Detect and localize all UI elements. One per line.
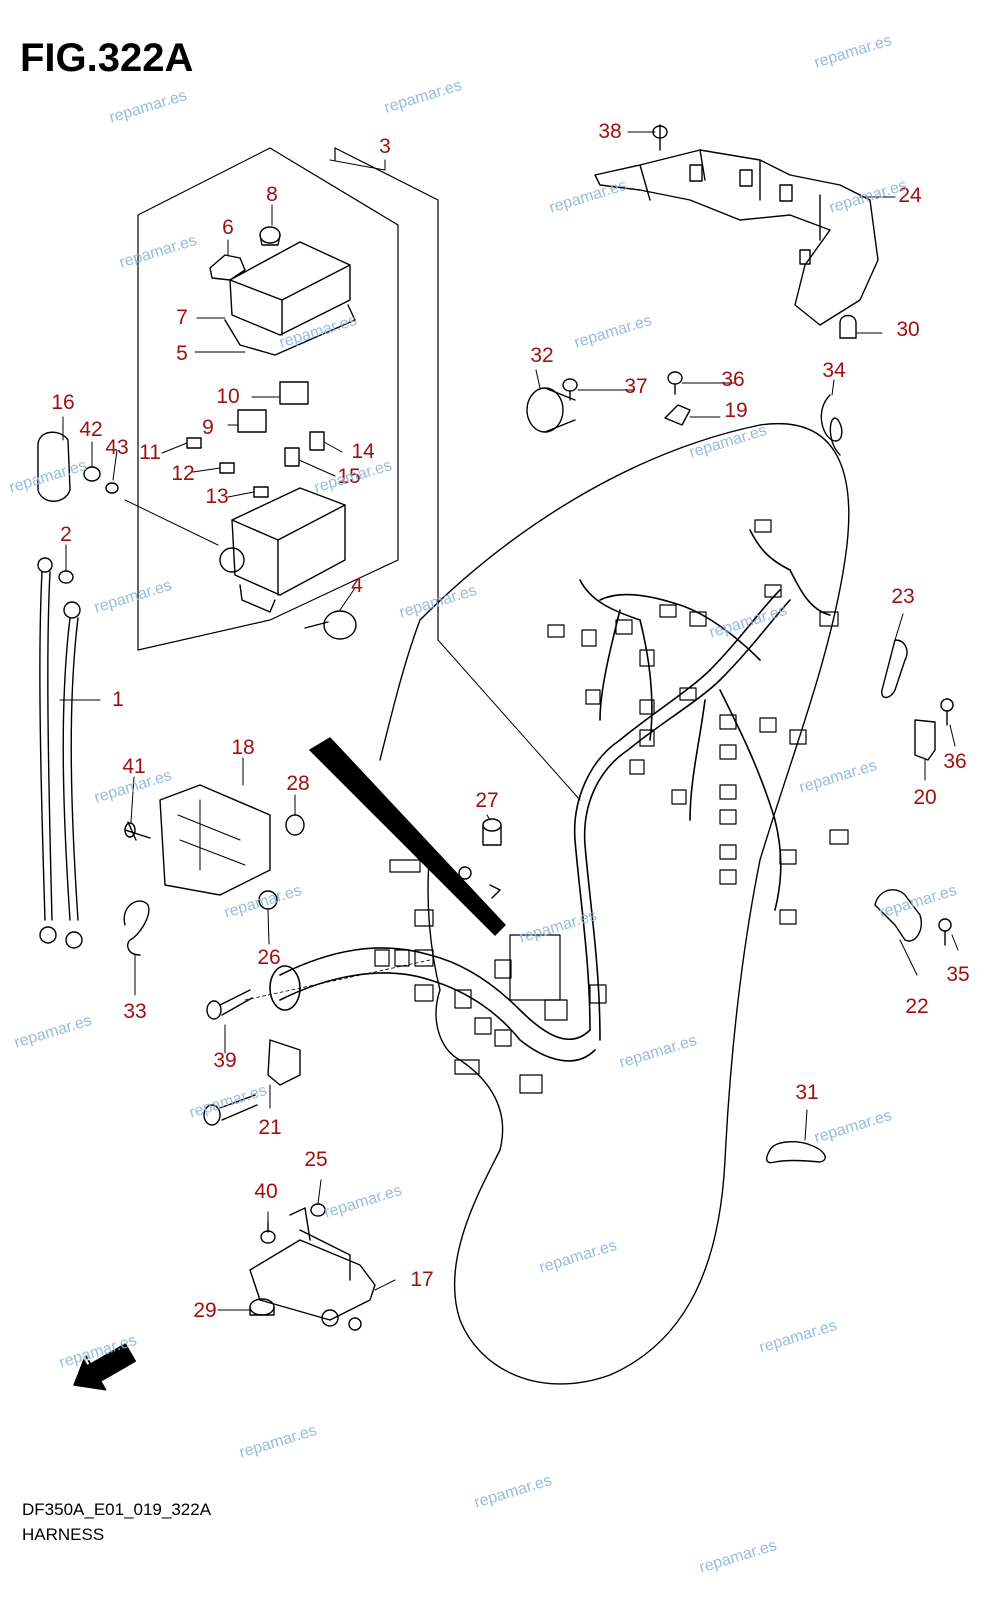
fuse-14: [309, 431, 325, 451]
part-label-21: 21: [258, 1116, 282, 1139]
clip-31: [766, 1141, 826, 1164]
part-label-39: 39: [213, 1049, 237, 1072]
part-label-40: 40: [254, 1180, 278, 1203]
main-harness: [269, 529, 831, 1062]
grommet-4: [304, 610, 357, 640]
clip-6: [209, 254, 246, 281]
bolt-41: [124, 821, 151, 841]
clip-34: [820, 394, 843, 456]
cap-8: [259, 226, 281, 246]
part-label-13: 13: [205, 485, 229, 508]
part-label-17: 17: [410, 1268, 434, 1291]
part-label-11: 11: [139, 441, 161, 464]
part-label-28: 28: [286, 772, 310, 795]
bolt-36-top: [667, 371, 683, 395]
part-label-29: 29: [193, 1299, 217, 1322]
part-label-23: 23: [891, 585, 915, 608]
part-label-42: 42: [79, 418, 103, 441]
part-label-24: 24: [898, 184, 922, 207]
fuse-box-lid: [224, 241, 356, 356]
part-label-37: 37: [624, 375, 648, 398]
grommet-27: [482, 818, 502, 846]
grommet-29: [249, 1298, 275, 1316]
part-label-31: 31: [795, 1081, 819, 1104]
part-label-6: 6: [222, 216, 234, 239]
leader-lines: [59, 131, 959, 1311]
fuse-11: [186, 437, 202, 449]
fuse-15: [284, 447, 300, 467]
part-label-36-top: 36: [721, 368, 745, 391]
part-label-26: 26: [257, 946, 281, 969]
part-label-5: 5: [176, 342, 188, 365]
fuse-box-body: [219, 487, 346, 613]
part-label-35: 35: [946, 963, 970, 986]
engine-outline: [419, 423, 850, 1385]
bracket-20: [914, 719, 936, 761]
bolt-35: [938, 918, 952, 946]
bracket-23: [881, 639, 908, 699]
bolt-39: [206, 989, 253, 1020]
boot-16: [37, 431, 71, 502]
part-label-33: 33: [123, 1000, 147, 1023]
part-label-20: 20: [913, 786, 937, 809]
grommet-28: [285, 814, 305, 836]
part-label-38: 38: [598, 120, 622, 143]
bolt-38: [652, 124, 668, 151]
fuse-box-frame: [137, 147, 399, 651]
figure-title: FIG.322A: [20, 36, 194, 80]
part-label-7: 7: [176, 306, 188, 329]
part-label-10: 10: [216, 385, 240, 408]
part-label-27: 27: [475, 789, 499, 812]
part-label-12: 12: [171, 462, 195, 485]
part-label-25: 25: [304, 1148, 328, 1171]
part-label-1: 1: [112, 688, 124, 711]
part-label-43: 43: [105, 436, 129, 459]
part-label-36-right: 36: [943, 750, 967, 773]
part-label-9: 9: [202, 416, 214, 439]
part-label-41: 41: [122, 755, 146, 778]
washer-43: [105, 482, 119, 494]
relay-9: [237, 409, 267, 433]
clamp-32: [526, 387, 576, 433]
battery-cable-1: [37, 557, 83, 949]
fuse-13: [253, 486, 269, 498]
part-label-14: 14: [351, 440, 375, 463]
bolt-36-right: [940, 698, 954, 726]
bracket-18: [159, 784, 271, 896]
bolt-21: [203, 1094, 258, 1126]
clamp-33: [123, 900, 150, 956]
part-label-19: 19: [724, 399, 748, 422]
bracket-19: [664, 404, 691, 426]
part-label-16: 16: [51, 391, 75, 414]
part-label-4: 4: [351, 574, 363, 597]
nut-2: [58, 570, 74, 584]
bracket-17: [249, 1207, 376, 1331]
part-label-2: 2: [60, 523, 72, 546]
bracket-21: [267, 1039, 301, 1086]
part-label-8: 8: [266, 183, 278, 206]
part-label-30: 30: [896, 318, 920, 341]
part-label-15: 15: [337, 465, 361, 488]
bolt-37: [562, 378, 578, 401]
relay-10: [279, 381, 309, 405]
washer-26: [258, 890, 278, 910]
fuse-12: [219, 462, 235, 474]
bracket-22: [874, 889, 922, 942]
part-label-32: 32: [530, 344, 554, 367]
harness-connectors: [374, 519, 849, 1094]
figure-subtitle: HARNESS: [22, 1525, 105, 1544]
part-label-3: 3: [379, 135, 391, 158]
figure-code: DF350A_E01_019_322A: [22, 1500, 212, 1519]
bracket-24: [594, 149, 879, 326]
cap-30: [839, 314, 857, 339]
part-label-22: 22: [905, 995, 929, 1018]
part-label-18: 18: [231, 736, 255, 759]
part-label-34: 34: [822, 359, 846, 382]
pointer-arrow: [309, 737, 506, 936]
fwd-arrow-icon: [73, 1343, 137, 1391]
